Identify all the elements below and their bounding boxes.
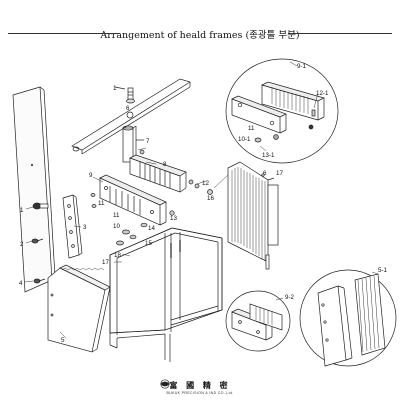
bracket-3	[62, 194, 83, 259]
callout-1-top: 1	[113, 85, 117, 92]
detail-circle-9-2	[225, 290, 291, 352]
callout-6-top: 6	[126, 105, 130, 112]
small-screws	[116, 222, 148, 246]
callout-18: 18	[114, 252, 121, 259]
callout-17-left: 17	[102, 259, 109, 266]
callout-13: 13	[170, 215, 177, 222]
bolts-left	[31, 193, 97, 284]
callout-13-1: 13-1	[262, 152, 275, 159]
callout-9: 9	[89, 172, 93, 179]
clamp-plate-9	[99, 174, 213, 226]
grooved-block-8	[129, 149, 200, 193]
side-plate	[12, 86, 56, 293]
callout-7: 7	[146, 138, 150, 145]
callout-4: 4	[19, 280, 23, 287]
callout-16: 16	[207, 195, 214, 202]
company-name-text: BUKUK PRECISION & IND CO.,Ltd.	[166, 391, 234, 395]
callout-9-2: 9-2	[285, 294, 295, 301]
company-brand-text: 富 國 精 密	[169, 381, 231, 390]
callout-10-1: 10-1	[238, 136, 251, 143]
heald-panel-6	[227, 161, 279, 270]
company-logo-mark	[160, 379, 170, 389]
callout-10: 10	[113, 223, 120, 230]
title-rule-left	[8, 33, 120, 34]
callout-12: 12	[202, 180, 209, 187]
callout-8: 8	[163, 161, 167, 168]
callout-17-right: 17	[276, 170, 283, 177]
callout-9-1: 9-1	[297, 63, 307, 70]
callout-labels: 1 6 7 8 12 9 16 11 13 14 15 10 11 1 2 3 …	[19, 63, 388, 344]
detail-circle-9-1	[225, 58, 339, 164]
bolt-1-top	[114, 86, 135, 104]
side-plate-5	[47, 264, 111, 353]
callout-12-1: 12-1	[316, 90, 329, 97]
callout-5: 5	[61, 337, 65, 344]
callout-5-1: 5-1	[378, 267, 388, 274]
detail-circle-5-1	[299, 269, 397, 367]
callout-14: 14	[148, 225, 155, 232]
diagram-title: Arrangement of heald frames (종광틀 부분)	[100, 30, 300, 41]
callout-6-right: 6	[263, 170, 267, 177]
callout-11-mid: 11	[113, 212, 120, 219]
heald-frame	[109, 227, 223, 362]
callout-15: 15	[145, 240, 152, 247]
vertical-post	[122, 125, 144, 163]
callout-11-detail: 11	[248, 125, 255, 132]
callout-1-left: 1	[20, 207, 24, 214]
top-rod	[71, 78, 191, 155]
callout-2: 2	[20, 241, 24, 248]
title-rule-right	[288, 33, 392, 34]
callout-3: 3	[83, 224, 87, 231]
callout-11-left: 11	[98, 200, 105, 207]
leader-lines	[24, 61, 379, 339]
